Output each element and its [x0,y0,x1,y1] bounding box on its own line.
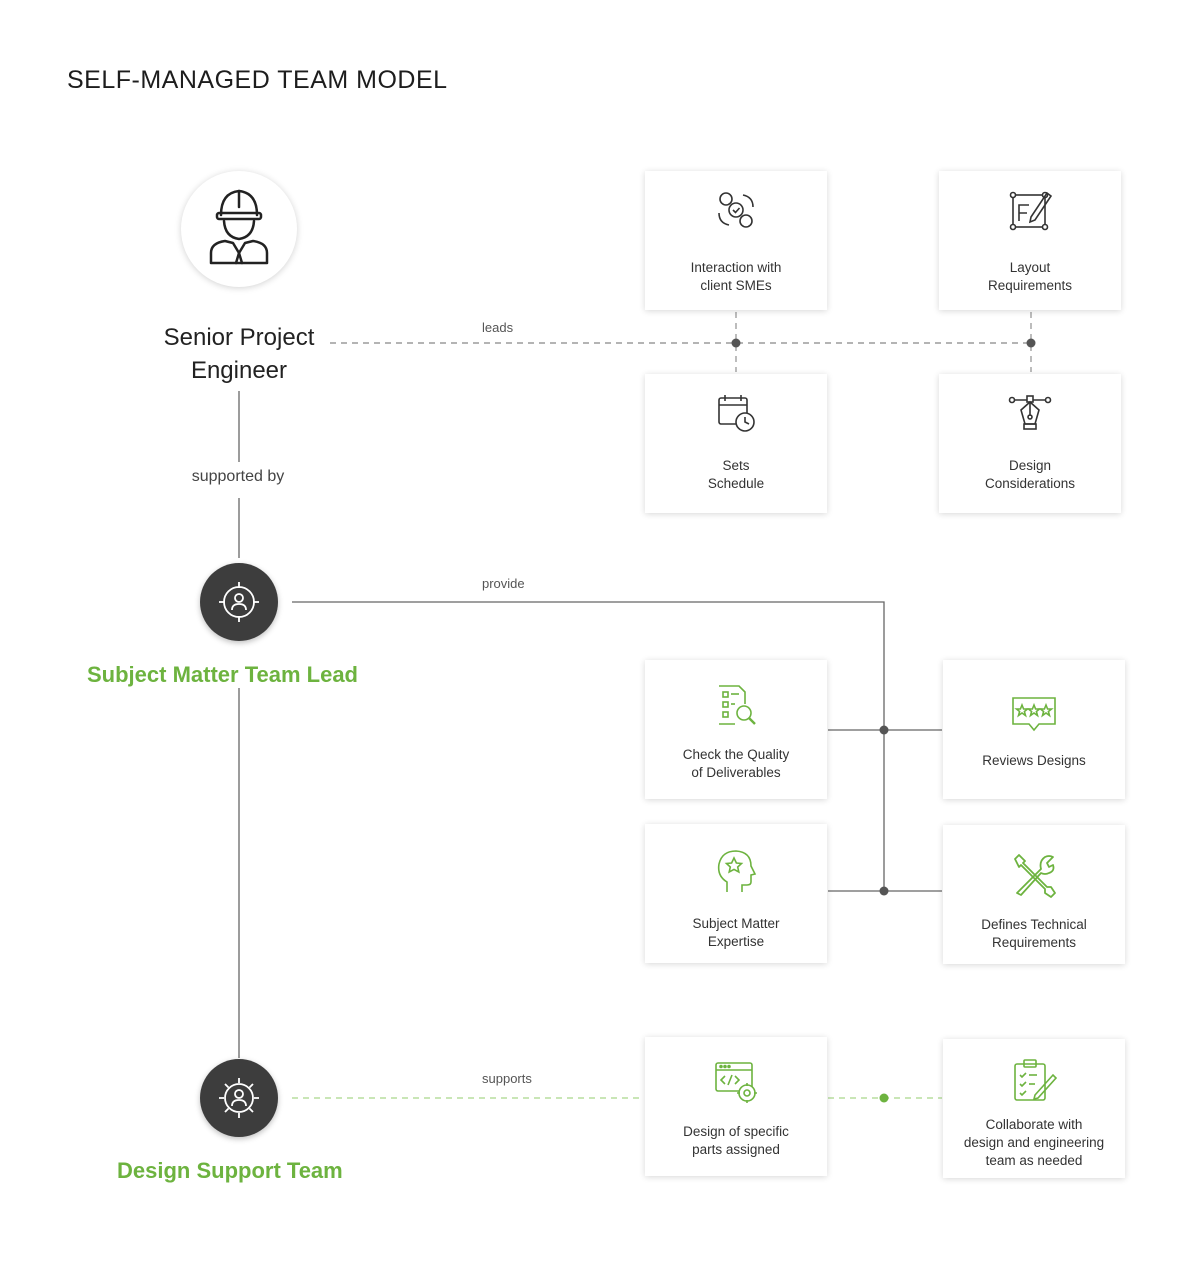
card-label: Collaborate with design and engineering … [963,1117,1105,1168]
card-interaction-with-client-smes: Interaction with client SMEs [645,171,827,310]
provide-line [292,601,885,891]
card-label: Sets Schedule [707,458,765,491]
card-label: Layout Requirements [987,260,1073,293]
leads-dot-left [731,338,741,348]
card-label: Subject Matter Expertise [692,916,780,949]
layout-pen-icon [1009,191,1053,231]
calendar-clock-icon [718,395,755,432]
page-title: SELF-MANAGED TEAM MODEL [67,66,448,94]
card-reviews-designs: Reviews Designs [943,660,1125,799]
browser-code-gear-icon [715,1062,757,1103]
card-design-specific-parts: Design of specific parts assigned [645,1037,827,1176]
card-label: Design Considerations [984,458,1076,491]
sme-lead-circle [200,563,278,641]
clipboard-check-icon [1014,1059,1057,1101]
design-team-circle [200,1059,278,1137]
card-label: Interaction with client SMEs [690,260,782,293]
card-label: Reviews Designs [982,753,1086,768]
card-collaborate: Collaborate with design and engineering … [943,1039,1125,1178]
supports-label: supports [482,1071,532,1086]
senior-engineer-avatar [181,171,297,287]
wrench-screwdriver-icon [1014,854,1056,898]
engineer-helmet-icon [209,189,269,265]
senior-engineer-label: Senior Project Engineer [163,324,315,384]
people-cycle-icon [718,192,754,228]
head-star-icon [717,850,757,892]
card-defines-technical-requirements: Defines Technical Requirements [943,825,1125,964]
provide-dot-bottom [879,886,889,896]
sme-lead-label: Subject Matter Team Lead [87,662,358,687]
design-team-label: Design Support Team [117,1158,343,1183]
card-layout-requirements: Layout Requirements [939,171,1121,310]
target-person-icon [219,582,259,622]
leads-dot-right [1026,338,1036,348]
supports-dot [879,1093,889,1103]
card-subject-matter-expertise: Subject Matter Expertise [645,824,827,963]
supported-by-label: supported by [168,468,308,486]
pen-nib-icon [1008,395,1052,430]
gear-person-icon [219,1078,259,1118]
star-rating-icon [1012,697,1056,732]
leads-label: leads [482,320,514,335]
provide-dot-top [879,725,889,735]
provide-label: provide [482,576,525,591]
card-label: Design of specific parts assigned [683,1124,789,1157]
card-check-quality: Check the Quality of Deliverables [645,660,827,799]
card-sets-schedule: Sets Schedule [645,374,827,513]
checklist-magnifier-icon [719,685,756,725]
card-label: Check the Quality of Deliverables [682,747,790,780]
card-label: Defines Technical Requirements [981,917,1087,950]
card-design-considerations: Design Considerations [939,374,1121,513]
